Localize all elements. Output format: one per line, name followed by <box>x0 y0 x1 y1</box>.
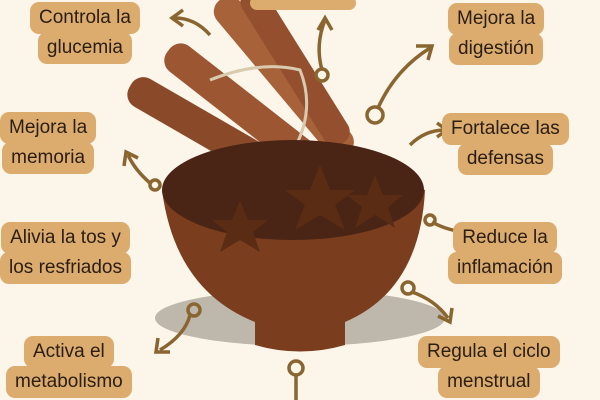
benefit-line: memoria <box>2 142 95 174</box>
benefit-line: metabolismo <box>6 366 132 398</box>
benefit-line: los resfriados <box>0 252 131 284</box>
benefit-line: Reduce la <box>453 222 557 254</box>
benefit-line: glucemia <box>37 32 132 64</box>
benefit-line: menstrual <box>438 366 540 398</box>
benefit-line: digestión <box>449 33 544 65</box>
benefit-line: Mejora la <box>448 3 545 35</box>
star-anise <box>212 165 403 252</box>
benefit-line: Mejora la <box>0 112 97 144</box>
benefit-box-cut-off <box>250 0 356 10</box>
benefit-line: Fortalece las <box>442 113 569 145</box>
arrows <box>122 8 476 400</box>
benefit-line: Alivia la tos y <box>1 222 130 254</box>
benefit-line: Controla la <box>30 2 140 34</box>
benefit-line: Regula el ciclo <box>418 336 560 368</box>
benefit-line: inflamación <box>448 252 563 284</box>
benefit-line: Activa el <box>23 336 114 368</box>
benefit-line: defensas <box>457 143 553 175</box>
